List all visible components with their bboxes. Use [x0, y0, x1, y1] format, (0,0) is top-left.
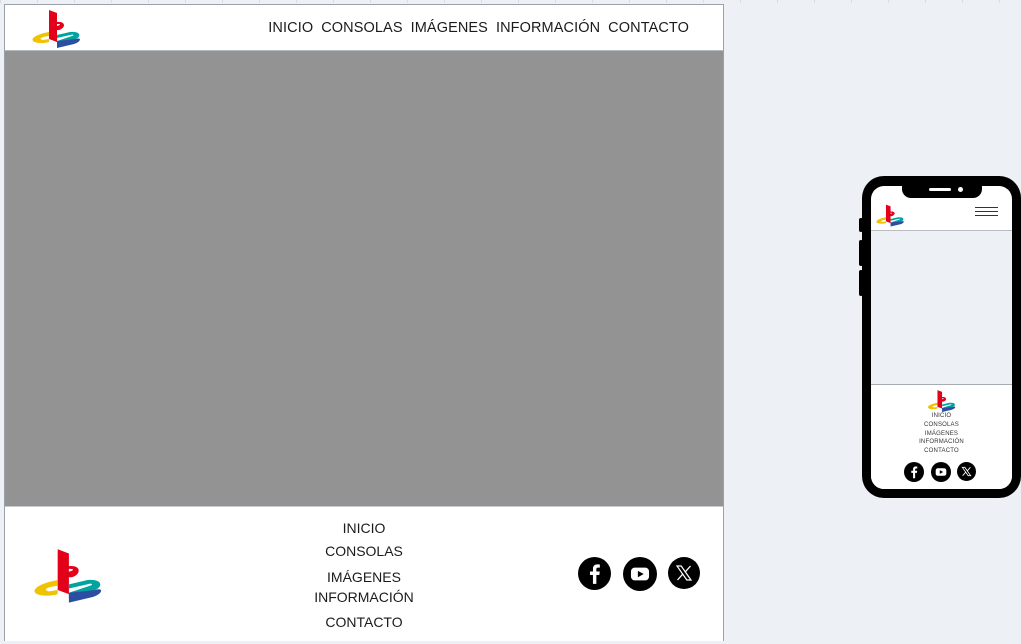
mobile-footer-link-imagenes[interactable]: IMÁGENES	[924, 431, 959, 437]
desktop-footer: INICIO CONSOLAS IMÁGENES INFORMACIÓN CON…	[5, 506, 723, 641]
footer-link-imagenes[interactable]: IMÁGENES	[327, 569, 401, 585]
footer-playstation-logo[interactable]	[31, 546, 104, 603]
nav-informacion[interactable]: INFORMACIÓN	[495, 20, 601, 36]
phone-screen: INICIO CONSOLAS IMÁGENES INFORMACIÓN CON…	[871, 186, 1012, 489]
footer-link-consolas[interactable]: CONSOLAS	[325, 543, 403, 559]
mobile-mockup: INICIO CONSOLAS IMÁGENES INFORMACIÓN CON…	[859, 176, 1021, 498]
phone-side-button	[859, 240, 863, 266]
desktop-nav: INICIO CONSOLAS IMÁGENES INFORMACIÓN CON…	[260, 20, 689, 36]
mobile-header	[871, 198, 1012, 231]
mobile-facebook-icon[interactable]	[904, 462, 924, 487]
camera-icon	[958, 187, 963, 192]
mobile-footer: INICIO CONSOLAS IMÁGENES INFORMACIÓN CON…	[871, 385, 1012, 489]
desktop-header: INICIO CONSOLAS IMÁGENES INFORMACIÓN CON…	[5, 5, 723, 51]
footer-link-inicio[interactable]: INICIO	[342, 520, 386, 536]
mobile-footer-link-informacion[interactable]: INFORMACIÓN	[919, 439, 964, 445]
speaker-icon	[929, 188, 951, 191]
phone-side-button	[859, 218, 863, 232]
phone-side-button	[859, 270, 863, 296]
youtube-icon[interactable]	[623, 557, 657, 591]
x-twitter-icon[interactable]	[668, 557, 700, 589]
facebook-icon[interactable]	[578, 557, 611, 590]
desktop-mockup: INICIO CONSOLAS IMÁGENES INFORMACIÓN CON…	[4, 4, 724, 641]
top-ruler	[0, 0, 1021, 3]
hero-placeholder	[5, 51, 723, 506]
mobile-youtube-icon[interactable]	[931, 462, 951, 487]
hamburger-menu-icon[interactable]	[975, 207, 998, 219]
mobile-playstation-logo[interactable]	[875, 203, 905, 227]
mobile-footer-link-contacto[interactable]: CONTACTO	[924, 448, 959, 454]
mobile-footer-playstation-logo[interactable]	[926, 389, 957, 412]
playstation-logo[interactable]	[30, 8, 82, 48]
mobile-footer-link-inicio[interactable]: INICIO	[931, 413, 952, 419]
mobile-footer-link-consolas[interactable]: CONSOLAS	[924, 422, 959, 428]
nav-inicio[interactable]: INICIO	[268, 20, 314, 36]
mobile-hero-placeholder	[871, 231, 1012, 385]
mobile-x-twitter-icon[interactable]	[957, 462, 976, 486]
nav-contacto[interactable]: CONTACTO	[608, 20, 689, 36]
footer-link-informacion[interactable]: INFORMACIÓN	[314, 589, 414, 605]
nav-imagenes[interactable]: IMÁGENES	[410, 20, 488, 36]
nav-consolas[interactable]: CONSOLAS	[321, 20, 403, 36]
footer-link-contacto[interactable]: CONTACTO	[325, 614, 403, 630]
phone-notch	[902, 186, 982, 198]
